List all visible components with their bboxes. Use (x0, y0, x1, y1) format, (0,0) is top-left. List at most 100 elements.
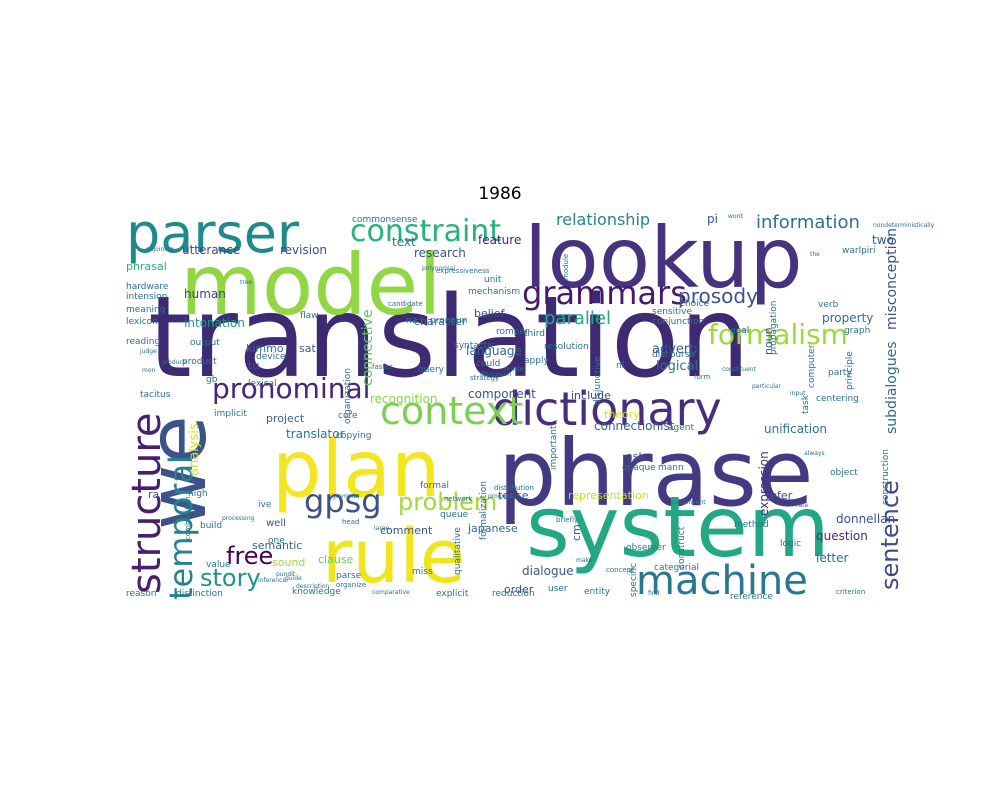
word-refer: refer (766, 489, 793, 502)
word-briefly: briefly (556, 516, 578, 524)
word-order: order (504, 583, 534, 596)
word-conjunction: conjunction (652, 317, 704, 327)
word-opaque: opaque (622, 463, 656, 473)
word-make: make (576, 557, 593, 564)
word-component: component (468, 387, 536, 401)
word-user: user (548, 584, 568, 594)
word-parser: parser (126, 202, 300, 265)
word-verb: verb (818, 300, 839, 310)
word-queue: queue (440, 510, 469, 520)
word-meaning: meaning (126, 305, 165, 315)
word-na: na (406, 316, 417, 326)
word-construction: construction (881, 449, 891, 505)
word-could: could (476, 359, 500, 369)
word-machine: machine (636, 558, 808, 604)
word-analysis: analysis (187, 423, 202, 476)
word-cm: cm (570, 524, 583, 541)
word-head: head (342, 518, 359, 526)
word-value: value (206, 560, 231, 570)
word-query: query (418, 365, 445, 375)
word-qualitative: qualitative (453, 527, 463, 575)
word-computer: computer (807, 344, 817, 388)
word-formalism: formalism (708, 318, 848, 351)
word-principle: principle (845, 351, 855, 390)
word-context: context (380, 389, 523, 433)
word-lexicon: lexicon (126, 317, 158, 327)
word-copying: copying (336, 431, 371, 441)
word-include: include (571, 389, 611, 402)
word-adjoining: adjoining (146, 246, 174, 253)
word-resolution: resolution (544, 342, 589, 352)
word-discourse: discourse (652, 350, 695, 360)
word-dialogue: dialogue (522, 564, 574, 578)
word-high: high (188, 489, 208, 499)
word-word: word (728, 213, 743, 220)
word-structure: structure (124, 412, 170, 594)
word-story: story (200, 564, 261, 592)
word-parallel: parallel (544, 308, 611, 329)
word-centering: centering (816, 394, 859, 404)
word-commonsense: commonsense (352, 215, 418, 225)
word-warlpiri: warlpiri (842, 246, 876, 256)
word-donnellan: donnellan (836, 512, 895, 526)
word-free: free (226, 542, 273, 570)
word-feature: feature (478, 233, 521, 247)
word-sat: sat (299, 342, 316, 355)
word-problem: problem (398, 488, 497, 516)
word-research: research (414, 246, 466, 260)
word-lookup: lookup (524, 209, 803, 307)
word-organize: organize (336, 581, 366, 589)
word-explicit: explicit (436, 589, 469, 599)
word-particular: particular (752, 383, 781, 390)
word-expressiveness: expressiveness (436, 267, 490, 275)
word-gpsg: gpsg (304, 482, 382, 520)
word-lexical: lexical (248, 379, 277, 389)
word-revision: revision (280, 243, 327, 257)
word-translation: translation (148, 273, 750, 403)
word-core: core (338, 411, 358, 421)
word-constraint: constraint (350, 214, 501, 249)
word-reduction: reduction (492, 589, 535, 599)
word-choice: choice (680, 299, 710, 309)
word-logic: logic (780, 539, 801, 549)
word-unification: unification (764, 422, 827, 436)
word-reading: reading (126, 337, 160, 347)
word-tree: tree (240, 279, 252, 286)
word-pronominal: pronominal (212, 372, 370, 405)
word-prosody: prosody (678, 284, 758, 308)
word-knowledge: knowledge (292, 587, 341, 597)
word-translator: translator (286, 427, 345, 441)
word-polynomial: polynomial (422, 265, 455, 272)
word-find: find (648, 590, 660, 597)
word-description: description (296, 583, 330, 590)
word-organization: organization (343, 368, 353, 424)
word-ive: ive (258, 500, 272, 510)
word-we: we (131, 415, 224, 530)
word-form: form (694, 373, 711, 381)
word-propagation: propagation (769, 301, 779, 355)
word-input: input (790, 390, 806, 397)
word-inference: inference (258, 577, 286, 584)
word-strategy: strategy (470, 374, 499, 382)
word-semantic: semantic (252, 539, 302, 552)
word-mon: mon (142, 367, 156, 374)
word-third: third (524, 329, 545, 339)
word-syntactic: syntactic (454, 341, 495, 351)
word-grammars: grammars (522, 274, 687, 312)
word-intension: intension (126, 292, 167, 302)
word-concept: concept (606, 566, 634, 574)
word-formal: formal (420, 481, 449, 491)
word-categorial: categorial (654, 563, 699, 573)
word-one: one (268, 536, 285, 546)
word-comparative: comparative (372, 589, 410, 596)
word-goal: goal (730, 326, 749, 336)
word-grammar: grammar (332, 493, 360, 500)
word-intonation: intonation (184, 316, 245, 330)
word-implicit: implicit (214, 409, 247, 419)
word-important: important (549, 425, 559, 470)
word-parse: parse (336, 571, 362, 581)
word-sensitive: sensitive (652, 307, 692, 317)
word-combination: combination (184, 497, 192, 540)
word-model: model (180, 236, 442, 334)
